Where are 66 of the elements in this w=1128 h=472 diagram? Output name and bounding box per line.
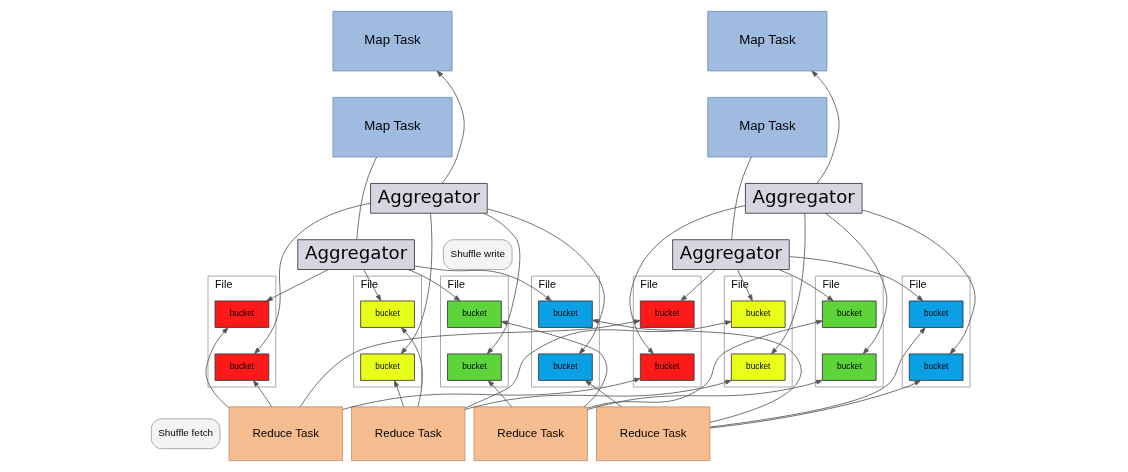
- node-box: Reduce Task: [473, 406, 588, 462]
- node-box: Shuffle write: [443, 239, 513, 270]
- arrow: [254, 202, 371, 355]
- arrow: [414, 265, 552, 302]
- arrow: [394, 380, 404, 408]
- node-box: bucket: [538, 353, 593, 381]
- arrow: [592, 318, 802, 423]
- arrow: [788, 256, 924, 302]
- node-box: bucket: [538, 300, 593, 328]
- arrow: [771, 212, 806, 355]
- arrow: [400, 212, 433, 355]
- node-box: Aggregator: [672, 239, 790, 270]
- node-box: Aggregator: [370, 183, 488, 214]
- arrow: [811, 70, 840, 184]
- node-box: Aggregator: [745, 183, 863, 214]
- node-box: Reduce Task: [596, 406, 711, 462]
- arrow: [342, 377, 641, 410]
- arrow: [401, 327, 423, 408]
- arrow: [436, 70, 465, 184]
- arrow: [266, 269, 329, 302]
- connector: [731, 156, 752, 240]
- node-box: bucket: [908, 300, 964, 328]
- arrow: [464, 379, 732, 410]
- node-box: Shuffle fetch: [150, 418, 221, 450]
- arrow: [299, 319, 641, 407]
- node-box: bucket: [730, 353, 786, 381]
- node-box: bucket: [214, 300, 270, 328]
- node-box: bucket: [447, 353, 502, 381]
- node-box: bucket: [214, 353, 270, 381]
- connector: [356, 156, 378, 240]
- arrow: [778, 269, 834, 302]
- arrow: [464, 320, 732, 409]
- arrow: [629, 205, 746, 355]
- node-box: bucket: [639, 300, 695, 328]
- arrow: [501, 320, 608, 408]
- node-box: Map Task: [707, 10, 828, 72]
- node-box: bucket: [639, 353, 695, 381]
- arrow: [584, 380, 622, 408]
- node-box: bucket: [821, 353, 877, 381]
- arrow: [407, 269, 461, 302]
- arrow: [709, 380, 921, 429]
- node-box: bucket: [730, 300, 786, 328]
- arrow: [824, 212, 888, 355]
- node-box: bucket: [447, 300, 502, 328]
- node-box: Reduce Task: [228, 406, 343, 462]
- node-box: Map Task: [707, 97, 828, 158]
- arrow: [586, 379, 823, 411]
- arrow: [205, 327, 230, 408]
- arrow: [487, 208, 605, 355]
- arrow: [680, 269, 716, 302]
- arrow: [363, 269, 382, 302]
- node-box: Map Task: [332, 97, 453, 158]
- arrow: [252, 380, 273, 408]
- node-box: bucket: [360, 300, 415, 328]
- arrow: [737, 269, 753, 302]
- node-box: Map Task: [332, 10, 453, 72]
- arrow: [487, 380, 513, 408]
- arrow: [862, 209, 976, 355]
- node-box: bucket: [360, 353, 415, 381]
- node-box: Reduce Task: [351, 406, 466, 462]
- node-box: bucket: [821, 300, 877, 328]
- arrow: [483, 212, 521, 355]
- node-box: Aggregator: [297, 239, 415, 270]
- arrow: [587, 319, 823, 409]
- node-box: bucket: [908, 353, 964, 381]
- arrow: [709, 327, 926, 428]
